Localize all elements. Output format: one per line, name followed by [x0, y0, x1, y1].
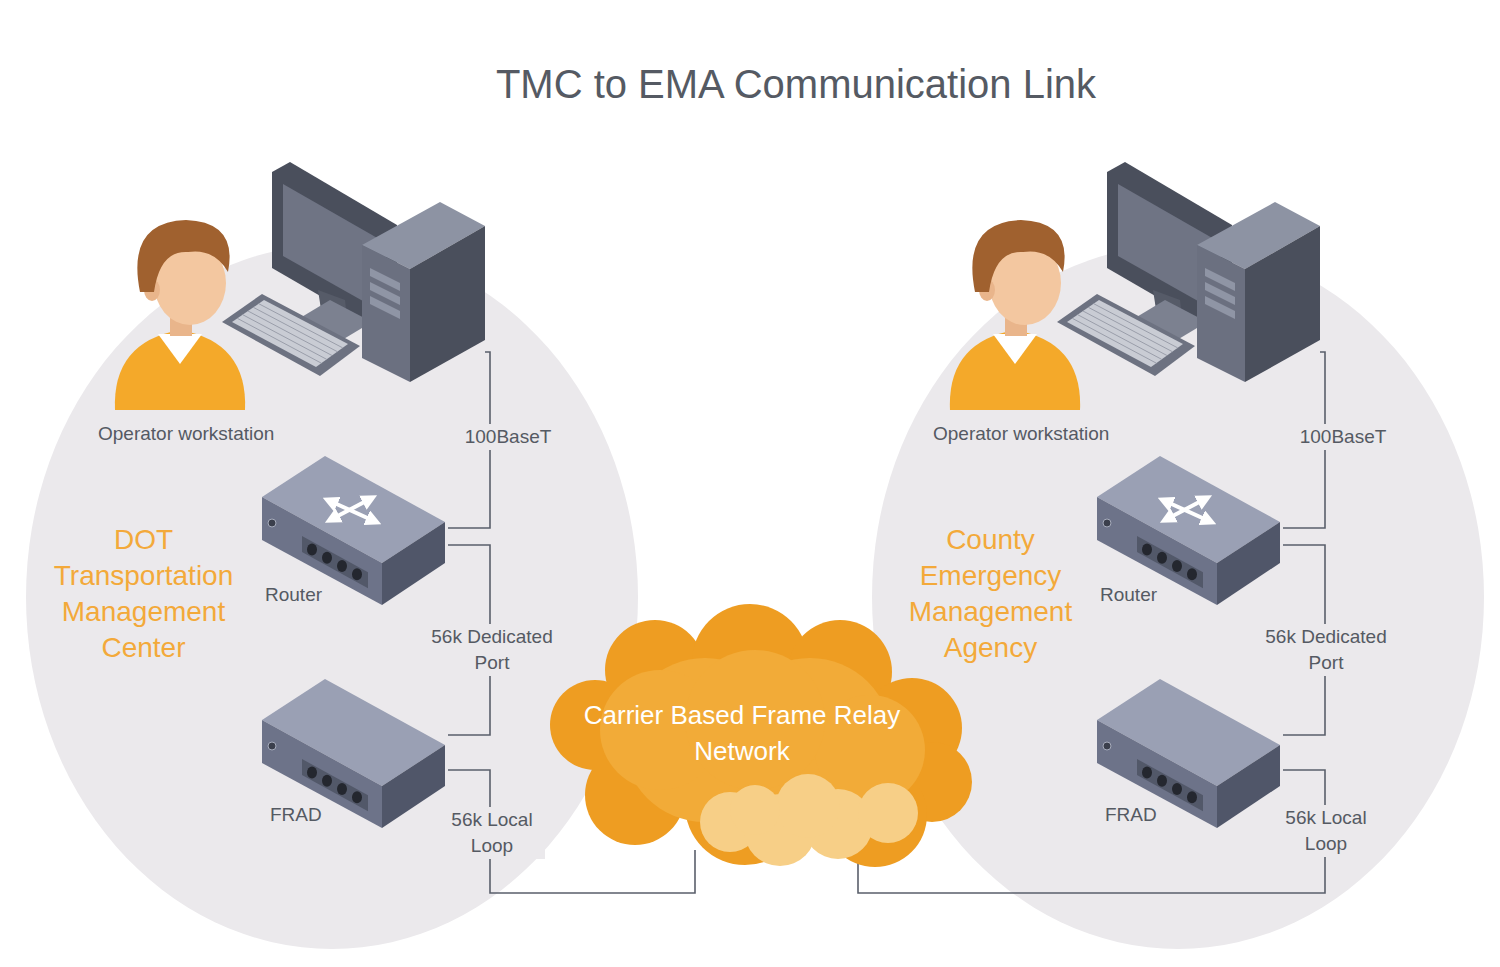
device-port: [352, 568, 362, 580]
device-led: [268, 519, 276, 527]
cloud-label: Carrier Based Frame Relay Network: [552, 697, 932, 769]
diagram-title: TMC to EMA Communication Link: [46, 62, 1500, 107]
edge-label: 56k Dedicated Port: [419, 624, 565, 676]
cloud-puff: [858, 783, 918, 843]
region-ellipse: [872, 245, 1484, 949]
cloud-puff: [730, 785, 780, 835]
person-hair: [972, 220, 1064, 292]
person-collar: [158, 334, 202, 364]
edge-label: 56k Dedicated Port: [1253, 624, 1399, 676]
edge-label-holder: 56k Local Loop: [402, 807, 582, 859]
region-title: County Emergency Management Agency: [883, 522, 1098, 666]
device-port: [1142, 544, 1152, 556]
region-ellipse: [26, 245, 638, 949]
device-label: Operator workstation: [933, 422, 1109, 446]
device-led: [1103, 742, 1111, 750]
workstation-illustration: [930, 160, 1320, 450]
device-label: Operator workstation: [98, 422, 274, 446]
tower-front: [362, 245, 410, 382]
edge-label-holder: 56k Dedicated Port: [1236, 624, 1416, 676]
device-led: [1103, 519, 1111, 527]
edge-label: 100BaseT: [462, 424, 555, 450]
edge-label-holder: 56k Local Loop: [1236, 805, 1416, 857]
device-port: [1142, 767, 1152, 779]
device-port: [352, 791, 362, 803]
workstation-illustration: [95, 160, 485, 450]
frad-node: FRAD: [1093, 675, 1283, 835]
tower-bay: [1205, 296, 1235, 319]
tower-front: [1197, 245, 1245, 382]
edge-label: 56k Local Loop: [439, 807, 545, 859]
edge-label-holder: 100BaseT: [418, 424, 598, 450]
device-led: [268, 742, 276, 750]
region-title: DOT Transportation Management Center: [36, 522, 251, 666]
person-hair: [137, 220, 229, 292]
device-label: FRAD: [1105, 803, 1157, 827]
work-node: Operator workstation: [930, 160, 1320, 450]
device-port: [322, 552, 332, 564]
device-port: [1172, 783, 1182, 795]
cloud-puff: [776, 774, 840, 838]
frad-node: FRAD: [258, 675, 448, 835]
router-symbol-arrow: [330, 501, 374, 521]
device-port: [322, 775, 332, 787]
device-port: [1172, 560, 1182, 572]
device-port: [337, 560, 347, 572]
region-node: Operator workstationRouterFRAD County Eme…: [872, 245, 1484, 949]
device-port: [337, 783, 347, 795]
router-node: Router: [1093, 452, 1283, 612]
device-port: [1187, 791, 1197, 803]
edge-label-holder: 100BaseT: [1253, 424, 1433, 450]
edge-label: 100BaseT: [1297, 424, 1390, 450]
person-collar: [993, 334, 1037, 364]
device-port: [1157, 552, 1167, 564]
router-node: Router: [258, 452, 448, 612]
device-port: [1187, 568, 1197, 580]
device-port: [307, 767, 317, 779]
device-port: [307, 544, 317, 556]
device-label: FRAD: [270, 803, 322, 827]
tower-bay: [370, 296, 400, 319]
keyboard-key-row: [253, 307, 337, 351]
device-label: Router: [1100, 583, 1157, 607]
edge-label: 56k Local Loop: [1273, 805, 1379, 857]
cloud-node: Carrier Based Frame Relay Network: [540, 610, 965, 850]
device-label: Router: [265, 583, 322, 607]
edge-label-holder: 56k Dedicated Port: [402, 624, 582, 676]
region-node: Operator workstationRouterFRAD DOT Transp…: [26, 245, 638, 949]
keyboard-key-row: [1088, 307, 1172, 351]
work-node: Operator workstation: [95, 160, 485, 450]
device-port: [1157, 775, 1167, 787]
router-symbol-arrow: [1165, 501, 1209, 521]
